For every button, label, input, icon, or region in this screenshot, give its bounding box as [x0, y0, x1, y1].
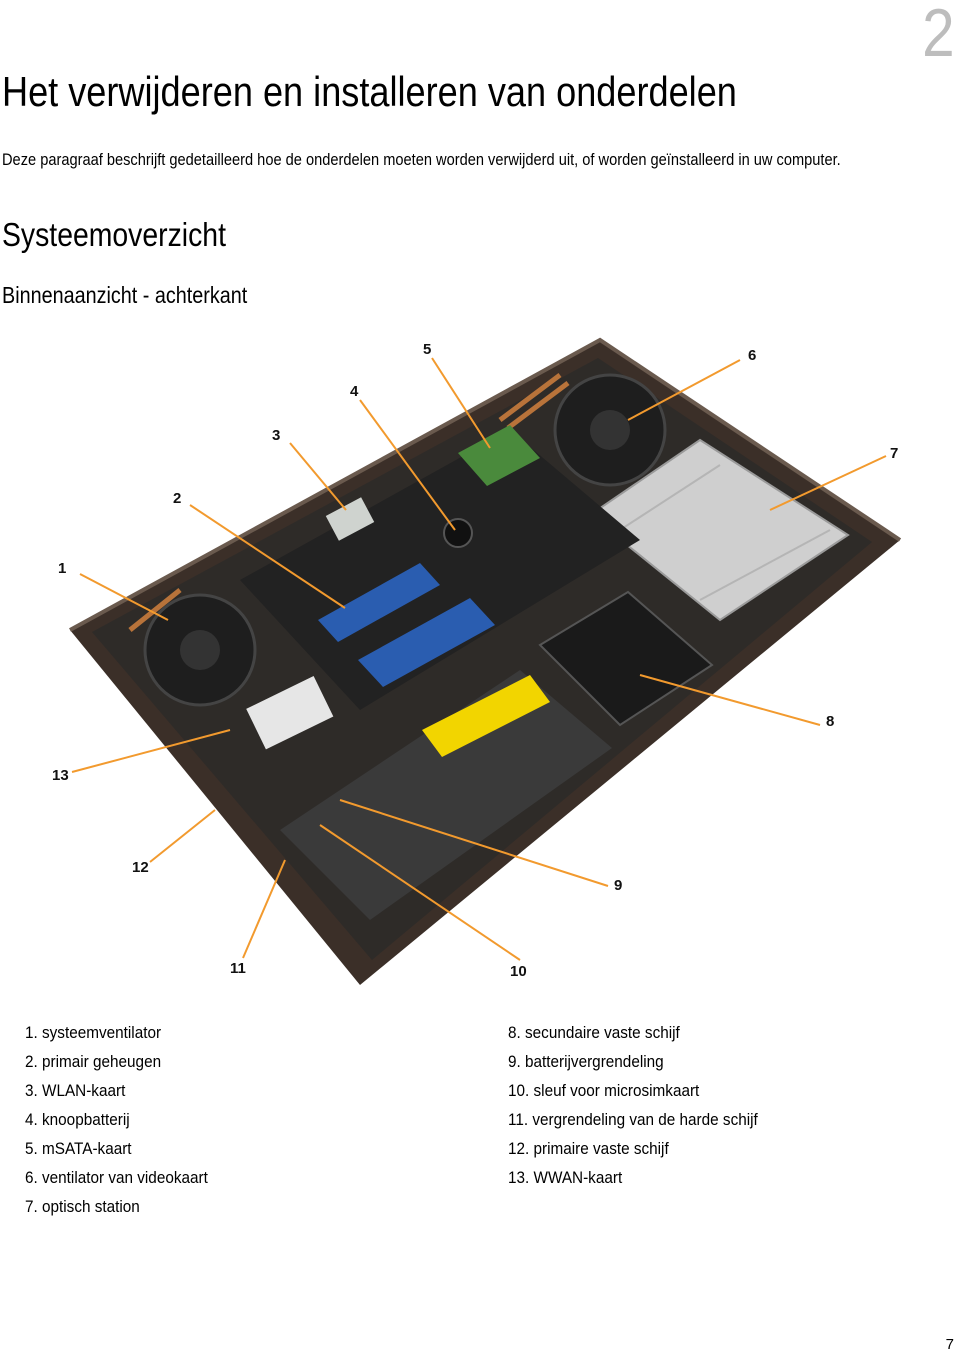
callout-9: 9 — [614, 877, 622, 894]
callouts: 1 2 3 4 5 6 7 8 9 10 11 12 13 — [52, 341, 898, 980]
legend-item: 5. mSATA-kaart — [25, 1139, 132, 1158]
callout-2: 2 — [173, 490, 181, 507]
callout-11: 11 — [230, 960, 246, 977]
chapter-number: 2 — [922, 0, 955, 71]
legend-item: 1. systeemventilator — [25, 1023, 162, 1042]
callout-12: 12 — [132, 859, 149, 876]
memory-module-top — [318, 563, 440, 642]
battery-sticker — [422, 675, 550, 757]
legend-item: 2. primair geheugen — [25, 1052, 162, 1071]
secondary-hdd — [538, 590, 714, 727]
callout-1: 1 — [58, 560, 66, 577]
coin-battery — [443, 518, 473, 548]
callout-5: 5 — [423, 341, 431, 358]
memory-module-bottom — [358, 598, 495, 687]
wwan-card — [246, 676, 334, 750]
legend-item: 10. sleuf voor microsimkaart — [508, 1081, 700, 1100]
callout-10: 10 — [510, 963, 527, 980]
legend-item: 8. secundaire vaste schijf — [508, 1023, 680, 1042]
callout-13: 13 — [52, 767, 69, 784]
callout-8: 8 — [826, 713, 834, 730]
callout-6: 6 — [748, 347, 756, 364]
legend-item: 6. ventilator van videokaart — [25, 1168, 208, 1187]
optical-drive — [588, 438, 850, 622]
msata-card — [458, 425, 540, 486]
legend-item: 9. batterijvergrendeling — [508, 1052, 664, 1071]
wlan-card — [325, 497, 375, 541]
legend-item: 3. WLAN-kaart — [25, 1081, 126, 1100]
callout-7: 7 — [890, 445, 898, 462]
legend-item: 13. WWAN-kaart — [508, 1168, 623, 1187]
legend-item: 12. primaire vaste schijf — [508, 1139, 669, 1158]
legend-left: 1. systeemventilator 2. primair geheugen… — [25, 1018, 228, 1221]
battery — [280, 670, 612, 920]
legend-right: 8. secundaire vaste schijf 9. batterijve… — [508, 1018, 786, 1192]
legend-item: 4. knoopbatterij — [25, 1110, 130, 1129]
laptop-interior-figure: 1 2 3 4 5 6 7 8 9 10 11 12 13 — [0, 330, 960, 1000]
legend-item: 7. optisch station — [25, 1197, 140, 1216]
page-number: 7 — [945, 1336, 954, 1353]
subsection-title: Binnenaanzicht - achterkant — [2, 282, 248, 308]
section-title: Systeemoverzicht — [2, 216, 226, 253]
chassis-rim — [69, 337, 902, 632]
laptop-illustration: 1 2 3 4 5 6 7 8 9 10 11 12 13 — [52, 337, 902, 985]
callout-4: 4 — [350, 383, 359, 400]
page-title: Het verwijderen en installeren van onder… — [2, 68, 737, 115]
legend-item: 11. vergrendeling van de harde schijf — [508, 1110, 758, 1129]
intro-paragraph: Deze paragraaf beschrijft gedetailleerd … — [2, 150, 841, 169]
callout-3: 3 — [272, 427, 280, 444]
